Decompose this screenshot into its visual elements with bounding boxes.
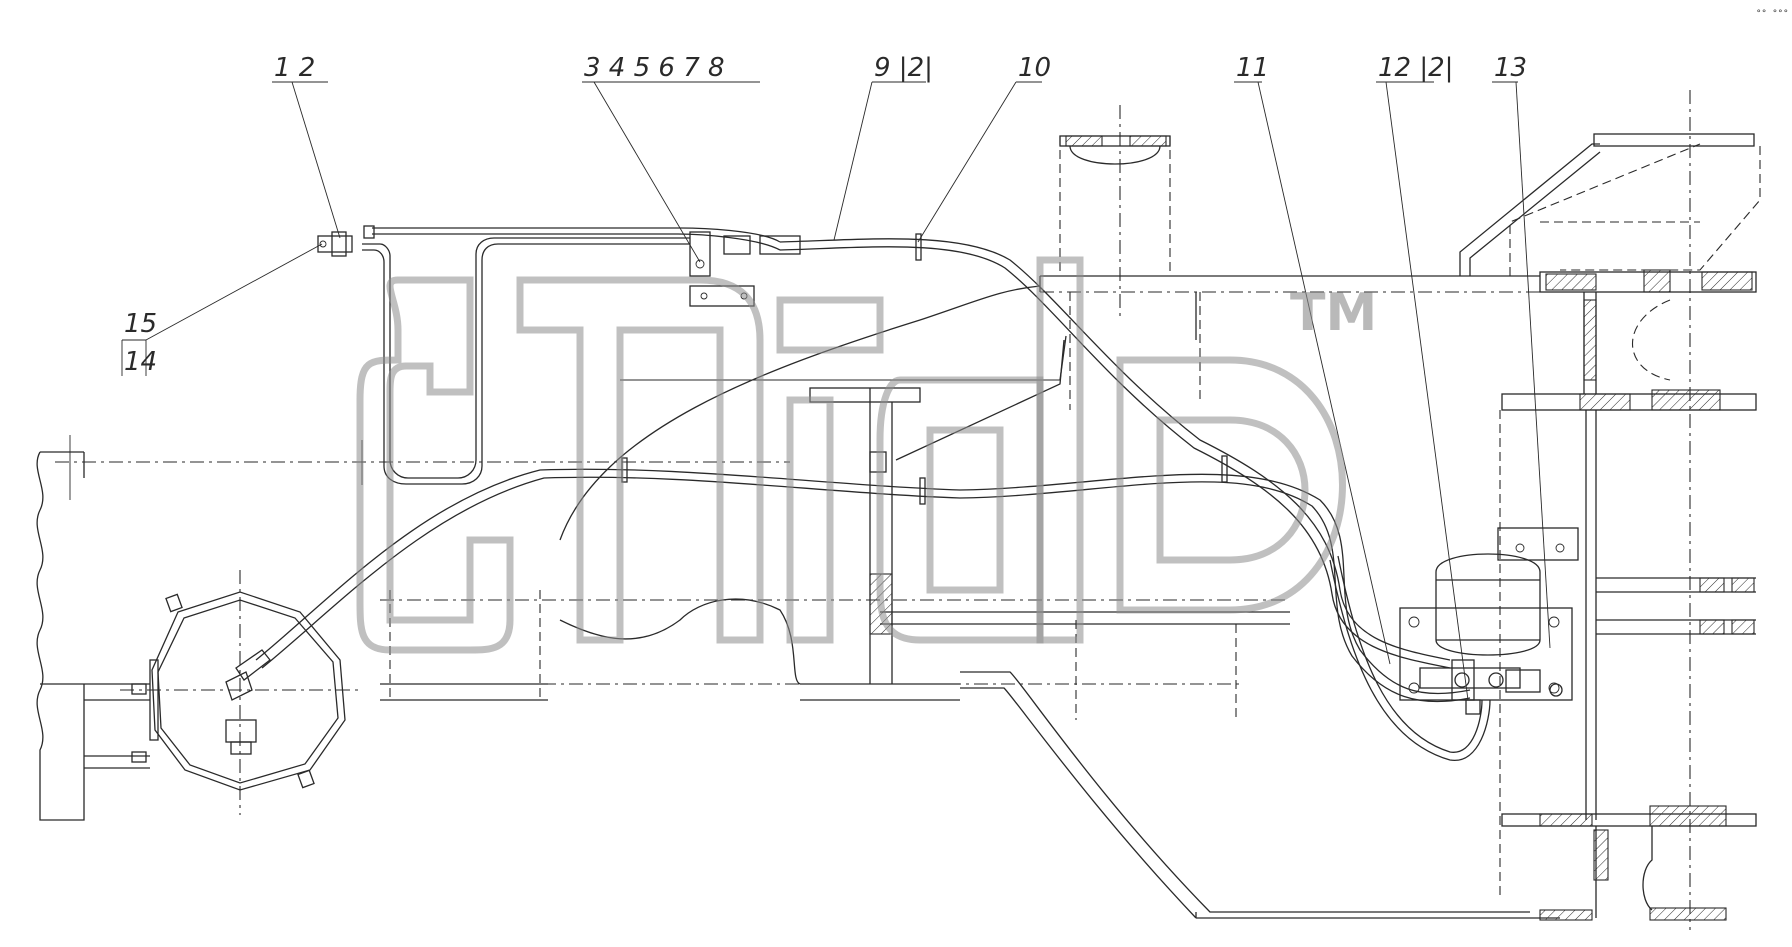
fitting-1-2 — [317, 225, 375, 257]
callout-15-14: 15 14 — [121, 243, 323, 377]
callout-10: 10 — [917, 53, 1051, 243]
callout-label-10: 10 — [1018, 53, 1051, 83]
callout-label-11: 11 — [1236, 53, 1269, 83]
callout-label-9: 9 |2| — [874, 53, 933, 83]
air-tank — [120, 570, 360, 815]
hose-clamps — [621, 233, 1228, 505]
watermark-logo: TM — [356, 256, 1377, 654]
callout-label-15: 15 — [124, 309, 157, 339]
callout-label-1-2: 1 2 — [274, 53, 315, 83]
callout-label-12: 12 |2| — [1378, 53, 1453, 83]
callout-1-2: 1 2 — [272, 53, 341, 239]
callout-label-14: 14 — [124, 347, 157, 377]
callout-3-8: 3 4 5 6 7 8 — [582, 53, 760, 263]
lower-ramp — [960, 620, 1560, 919]
callout-11: 11 — [1234, 53, 1391, 665]
corner-mark: °° °°° — [1756, 9, 1789, 19]
left-frame — [36, 435, 790, 821]
right-frame — [1459, 90, 1761, 930]
centre-tower — [1039, 105, 1540, 410]
valve-cluster — [1399, 527, 1579, 715]
callout-13: 13 — [1492, 53, 1551, 649]
callout-label-3-8: 3 4 5 6 7 8 — [584, 53, 725, 83]
callout-9: 9 |2| — [833, 53, 933, 241]
trademark-symbol: TM — [1290, 283, 1377, 343]
callout-label-13: 13 — [1494, 53, 1527, 83]
callout-12: 12 |2| — [1376, 53, 1469, 701]
